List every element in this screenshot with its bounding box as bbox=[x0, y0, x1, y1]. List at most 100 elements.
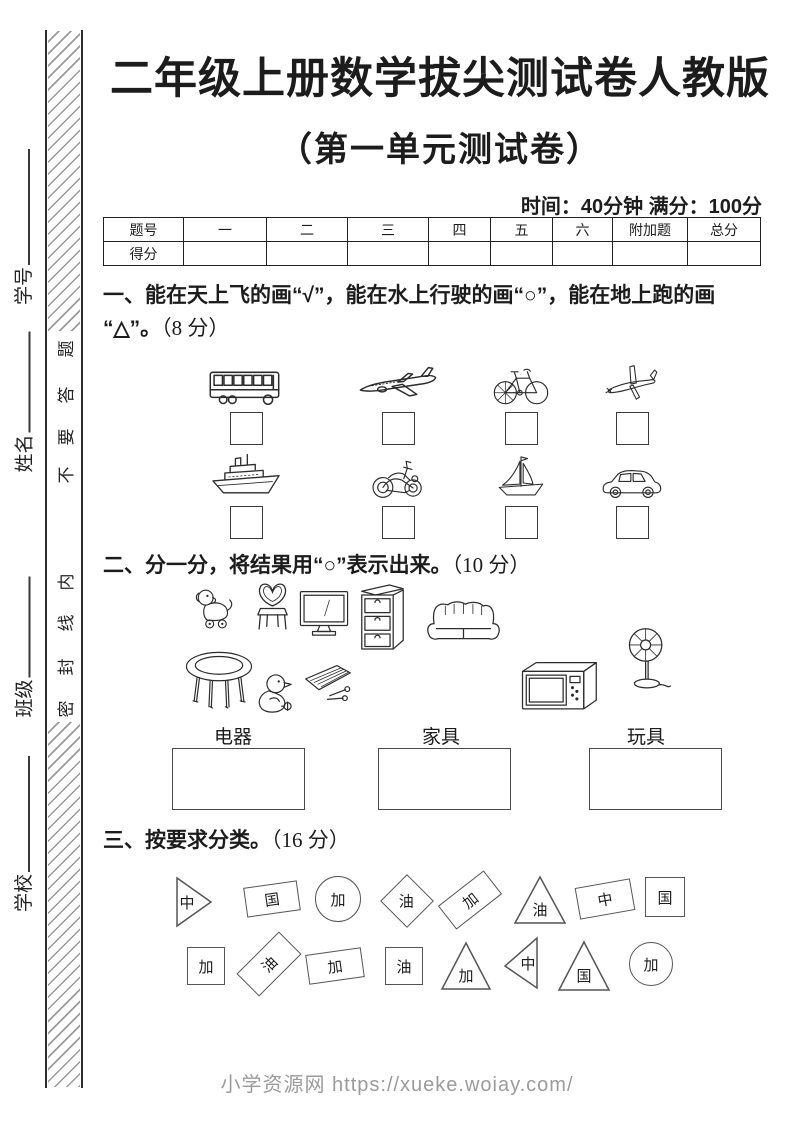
toys-answer-box[interactable] bbox=[589, 748, 722, 810]
drawer-cabinet-image bbox=[361, 584, 404, 650]
shape-square: 国 bbox=[645, 877, 685, 917]
q1-item-motorcycle bbox=[336, 446, 460, 539]
q2-item-toy-dog bbox=[192, 586, 240, 636]
category-label-furniture: 家具 bbox=[421, 727, 460, 748]
blank-line[interactable] bbox=[14, 755, 30, 872]
seal-line-left bbox=[45, 30, 47, 1088]
blank-line[interactable] bbox=[14, 148, 30, 265]
bus-image bbox=[209, 371, 280, 405]
answer-box[interactable] bbox=[381, 506, 415, 539]
answer-box[interactable] bbox=[381, 412, 415, 445]
shape-triangle: 油 bbox=[513, 875, 567, 925]
q2-item-round-table bbox=[184, 650, 254, 720]
header-cell: 六 bbox=[552, 217, 613, 242]
q1-item-small-plane bbox=[570, 356, 694, 445]
shape-square: 油 bbox=[385, 947, 423, 985]
shape-rectangle: 中 bbox=[574, 878, 636, 920]
page-subtitle: （第一单元测试卷） bbox=[278, 131, 602, 169]
question-3-score: （16 分） bbox=[271, 828, 350, 852]
seal-char: 密 bbox=[56, 700, 76, 718]
blank-line[interactable] bbox=[14, 331, 31, 433]
score-cell[interactable] bbox=[687, 241, 761, 266]
class-field: 班级 bbox=[9, 573, 37, 718]
shape-square: 加 bbox=[187, 947, 225, 985]
blank-line[interactable] bbox=[14, 576, 31, 678]
shape-diamond: 油 bbox=[380, 874, 434, 928]
score-cell[interactable] bbox=[428, 241, 491, 266]
seal-char: 答 bbox=[56, 386, 76, 404]
answer-box[interactable] bbox=[615, 412, 649, 445]
school-field: 学校 bbox=[8, 752, 36, 912]
seal-char: 封 bbox=[56, 658, 76, 676]
answer-box[interactable] bbox=[504, 412, 538, 445]
airliner-image bbox=[359, 366, 437, 397]
question-2-score: （10 分） bbox=[451, 553, 531, 577]
name-label: 姓名 bbox=[14, 434, 35, 473]
q1-item-bus bbox=[184, 356, 308, 445]
electric-fan-image bbox=[628, 628, 672, 689]
sailboat-image bbox=[498, 456, 544, 496]
score-cell[interactable] bbox=[183, 241, 267, 266]
car-image bbox=[602, 470, 662, 498]
header-cell: 总分 bbox=[687, 217, 761, 242]
seal-char: 题 bbox=[56, 340, 76, 358]
shape-rectangle-tilted: 加 bbox=[437, 870, 503, 930]
round-table-image bbox=[185, 651, 253, 709]
header-cell: 四 bbox=[428, 217, 491, 242]
seal-hatch-bottom bbox=[48, 722, 80, 1087]
q2-item-drawer-cabinet bbox=[358, 580, 407, 659]
furniture-answer-box[interactable] bbox=[378, 748, 511, 810]
answer-box[interactable] bbox=[229, 412, 263, 445]
seal-char: 线 bbox=[56, 614, 76, 632]
score-cell[interactable] bbox=[490, 241, 553, 266]
header-cell: 五 bbox=[490, 217, 553, 242]
q1-item-bicycle bbox=[459, 356, 583, 445]
motorcycle-image bbox=[372, 460, 422, 498]
q2-item-television bbox=[298, 588, 350, 645]
shape-circle: 加 bbox=[315, 876, 361, 922]
seal-hatch-top bbox=[48, 31, 80, 331]
score-cell[interactable] bbox=[552, 241, 613, 266]
score-table: 题号 一 二 三 四 五 六 附加题 总分 得分 bbox=[103, 217, 761, 266]
question-1-score: （8 分） bbox=[161, 316, 230, 340]
microwave-oven-image bbox=[521, 662, 597, 710]
chair-image bbox=[257, 583, 288, 630]
bicycle-image bbox=[493, 368, 549, 405]
header-cell: 三 bbox=[347, 217, 429, 242]
q2-item-sofa bbox=[424, 596, 508, 655]
question-2-text: 二、分一分，将结果用“○”表示出来。（10 分） bbox=[103, 553, 531, 577]
footer-site-link[interactable]: 小学资源网 https://xueke.woiay.com/ bbox=[220, 1074, 574, 1096]
shape-circle: 加 bbox=[629, 942, 673, 986]
answer-box[interactable] bbox=[229, 506, 263, 539]
seal-char: 内 bbox=[56, 573, 76, 591]
student-number-field: 学号 bbox=[8, 145, 36, 305]
appliances-answer-box[interactable] bbox=[172, 748, 305, 810]
q1-item-ship bbox=[184, 446, 308, 539]
answer-box[interactable] bbox=[504, 506, 538, 539]
q2-item-toy-xylophone bbox=[302, 662, 354, 714]
shape-rectangle-tilted: 油 bbox=[236, 931, 302, 997]
q2-item-chair bbox=[254, 580, 291, 651]
category-label-appliances: 电器 bbox=[213, 727, 252, 748]
seal-char: 要 bbox=[56, 428, 76, 446]
score-cell[interactable] bbox=[266, 241, 348, 266]
score-cell[interactable] bbox=[612, 241, 688, 266]
toy-xylophone-image bbox=[305, 665, 351, 702]
question-1-text: 一、能在天上飞的画“√”，能在水上行驶的画“○”，能在地上跑的画 “△”。（8 … bbox=[103, 284, 716, 340]
q1-item-sailboat bbox=[459, 446, 583, 539]
shape-triangle-left: 中 bbox=[503, 936, 539, 990]
answer-box[interactable] bbox=[615, 506, 649, 539]
q2-item-microwave-oven bbox=[520, 660, 600, 719]
header-cell: 二 bbox=[266, 217, 348, 242]
television-image bbox=[299, 591, 349, 636]
toy-dog-image bbox=[195, 589, 233, 629]
score-cell[interactable] bbox=[347, 241, 429, 266]
q1-item-airliner bbox=[336, 356, 460, 445]
category-label-toys: 玩具 bbox=[626, 727, 665, 748]
time-info: 时间：40分钟 满分：100分 bbox=[520, 196, 762, 218]
shape-triangle: 加 bbox=[440, 941, 492, 991]
ship-image bbox=[212, 453, 280, 494]
seal-line-right bbox=[81, 30, 83, 1088]
score-row-label: 得分 bbox=[103, 241, 184, 266]
